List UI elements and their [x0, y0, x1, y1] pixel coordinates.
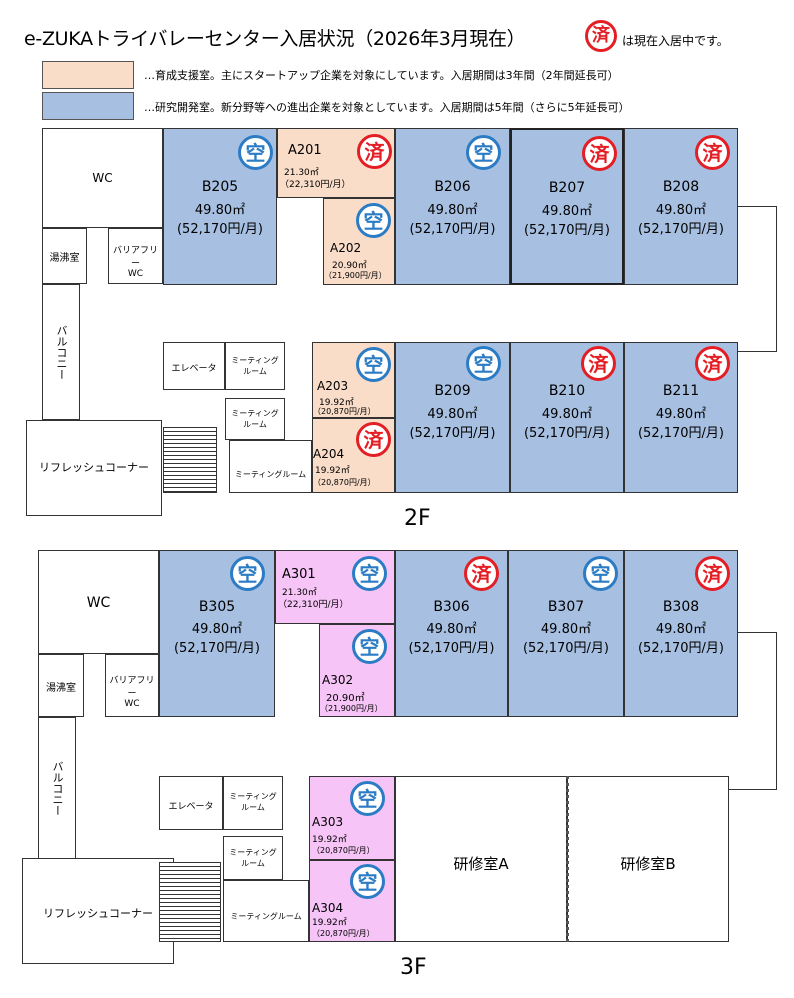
- room-a302[interactable]: 空 A302 20.90㎡ （21,900円/月）: [319, 624, 395, 717]
- kitchen: 湯沸室: [38, 654, 84, 717]
- occupied-icon: 済: [695, 346, 730, 381]
- room-b306[interactable]: 済 B306 49.80㎡ (52,170円/月): [395, 550, 508, 717]
- vacant-icon: 空: [356, 347, 391, 382]
- balcony: バルコニー: [42, 284, 80, 420]
- meeting-room-2: ミーティング ルーム: [223, 836, 283, 880]
- vacant-icon: 空: [466, 346, 501, 381]
- occupied-icon: 済: [695, 556, 730, 591]
- occupied-icon: 済: [582, 136, 617, 171]
- wc: WC: [38, 550, 159, 654]
- room-a202[interactable]: 空 A202 20.90㎡ （21,900円/月）: [323, 198, 395, 285]
- balcony: バルコニー: [38, 717, 76, 859]
- room-b205[interactable]: 空 B205 49.80㎡ (52,170円/月): [163, 128, 277, 285]
- meeting-room-1: ミーティング ルーム: [225, 342, 285, 390]
- vacant-icon: 空: [352, 556, 387, 591]
- occupied-icon: 済: [581, 346, 616, 381]
- room-a304[interactable]: 空 A304 19.92㎡ （20,870円/月）: [309, 860, 395, 942]
- stairs-3f-left: [159, 862, 221, 942]
- floor-label-2f: 2F: [404, 506, 431, 531]
- occupied-icon: 済: [464, 556, 499, 591]
- occupied-legend-icon: 済: [585, 20, 617, 52]
- occupied-icon: 済: [356, 422, 391, 457]
- stairs-2f-left: [163, 427, 217, 493]
- floor-label-3f: 3F: [400, 955, 427, 980]
- barrier-free-wc: バリアフリー WC: [108, 228, 163, 284]
- room-b211[interactable]: 済 B211 49.80㎡ (52,170円/月): [624, 342, 738, 493]
- room-a303[interactable]: 空 A303 19.92㎡ （20,870円/月）: [309, 776, 395, 860]
- occupied-icon: 済: [357, 134, 392, 169]
- room-b210[interactable]: 済 B210 49.80㎡ (52,170円/月): [510, 342, 624, 493]
- elevator: エレベータ: [163, 342, 225, 390]
- vacant-icon: 空: [352, 629, 387, 664]
- vacant-icon: 空: [583, 556, 618, 591]
- room-b209[interactable]: 空 B209 49.80㎡ (52,170円/月): [395, 342, 510, 493]
- vacant-icon: 空: [356, 203, 391, 238]
- room-a301[interactable]: A301 21.30㎡ （22,310円/月） 空: [275, 550, 395, 624]
- movable-partition: [566, 776, 569, 942]
- barrier-free-wc: バリアフリー WC: [105, 654, 159, 717]
- page-title: e-ZUKAトライバレーセンター入居状況（2026年3月現在）: [24, 28, 526, 50]
- room-a204[interactable]: 済 A204 19.92㎡ （20,870円/月）: [312, 418, 395, 493]
- room-b307[interactable]: 空 B307 49.80㎡ (52,170円/月): [508, 550, 624, 717]
- room-b207[interactable]: 済 B207 49.80㎡ (52,170円/月): [510, 128, 624, 285]
- wc: WC: [42, 128, 163, 228]
- legend-text-incubation: …育成支援室。主にスタートアップ企業を対象にしています。入居期間は3年間（2年間…: [144, 69, 619, 82]
- occupied-legend-note: は現在入居中です。: [622, 34, 729, 48]
- legend-swatch-incubation: [42, 61, 134, 89]
- refresh-corner: リフレッシュコーナー: [26, 420, 162, 516]
- vacant-icon: 空: [238, 135, 273, 170]
- vacant-icon: 空: [350, 864, 385, 899]
- room-b308[interactable]: 済 B308 49.80㎡ (52,170円/月): [624, 550, 738, 717]
- vacant-icon: 空: [466, 135, 501, 170]
- occupied-icon: 済: [695, 135, 730, 170]
- meeting-room-3: ミーティングルーム: [223, 880, 309, 942]
- kitchen: 湯沸室: [42, 228, 87, 284]
- elevator: エレベータ: [159, 776, 223, 830]
- legend-text-rnd: …研究開発室。新分野等への進出企業を対象としています。入居期間は5年間（さらに5…: [144, 101, 630, 114]
- meeting-room-1: ミーティング ルーム: [223, 776, 283, 830]
- training-room-b[interactable]: 研修室B: [567, 776, 729, 942]
- refresh-corner: リフレッシュコーナー: [22, 858, 174, 964]
- room-b305[interactable]: 空 B305 49.80㎡ (52,170円/月): [159, 550, 275, 717]
- legend-swatch-rnd: [42, 92, 134, 120]
- training-room-a[interactable]: 研修室A: [395, 776, 567, 942]
- meeting-room-2: ミーティング ルーム: [225, 398, 285, 440]
- vacant-icon: 空: [350, 781, 385, 816]
- room-a203[interactable]: 空 A203 19.92㎡ （20,870円/月）: [312, 342, 395, 418]
- vacant-icon: 空: [230, 556, 265, 591]
- meeting-room-3: ミーティングルーム: [229, 440, 312, 493]
- room-b208[interactable]: 済 B208 49.80㎡ (52,170円/月): [624, 128, 738, 285]
- room-a201[interactable]: A201 21.30㎡ （22,310円/月） 済: [277, 128, 395, 198]
- room-b206[interactable]: 空 B206 49.80㎡ (52,170円/月): [395, 128, 510, 285]
